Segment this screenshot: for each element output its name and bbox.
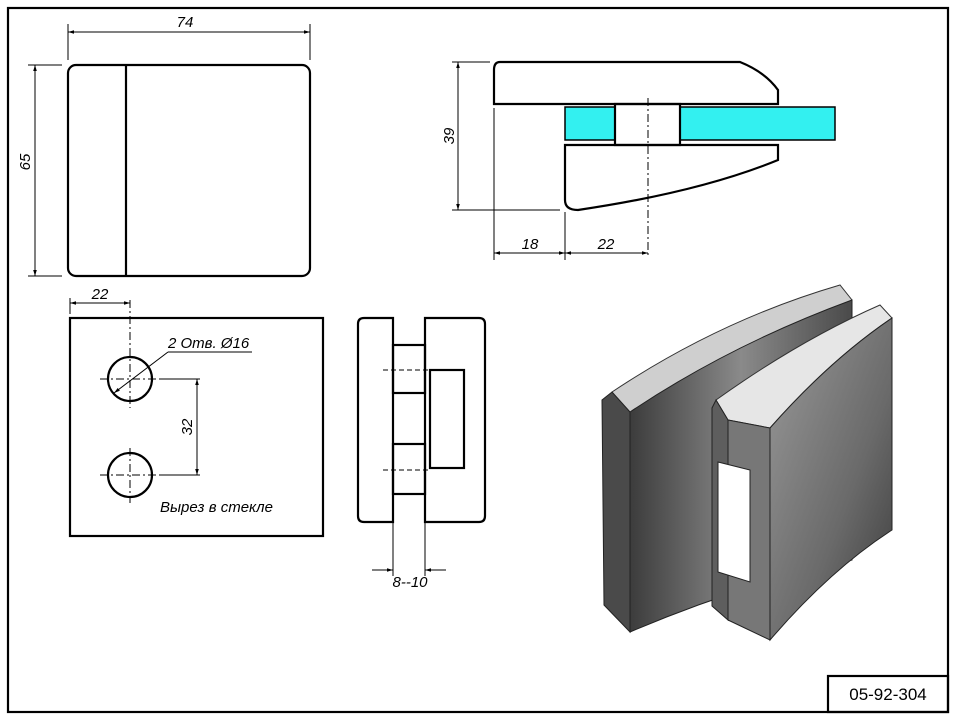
side-view: 39 18 22	[441, 60, 836, 260]
drawing-code: 05-92-304	[849, 685, 927, 704]
spacing-dimension: 32	[179, 418, 196, 435]
holes-label: 2 Отв. Ø16	[167, 335, 250, 352]
front-view: 74 65	[17, 14, 312, 278]
glass-cutout-view: 22 2 Отв. Ø16 32 Вырез в стекле	[68, 286, 325, 538]
clamp-3d-render	[601, 284, 893, 642]
cutout-caption: Вырез в стекле	[160, 499, 273, 516]
width-dimension: 74	[177, 14, 194, 31]
title-block: 05-92-304	[826, 674, 950, 714]
section-view: 8--10	[356, 316, 487, 591]
height-dimension: 65	[17, 153, 34, 170]
glass-panel	[564, 106, 616, 141]
glass-thickness-dimension: 8--10	[392, 574, 428, 591]
offset-dimension: 18	[522, 236, 539, 253]
glass-panel	[679, 106, 836, 141]
hole	[106, 355, 154, 403]
depth-dimension: 22	[597, 236, 615, 253]
edge-dimension: 22	[91, 286, 109, 303]
height-dimension: 39	[441, 127, 458, 144]
drawing-frame	[6, 6, 950, 714]
